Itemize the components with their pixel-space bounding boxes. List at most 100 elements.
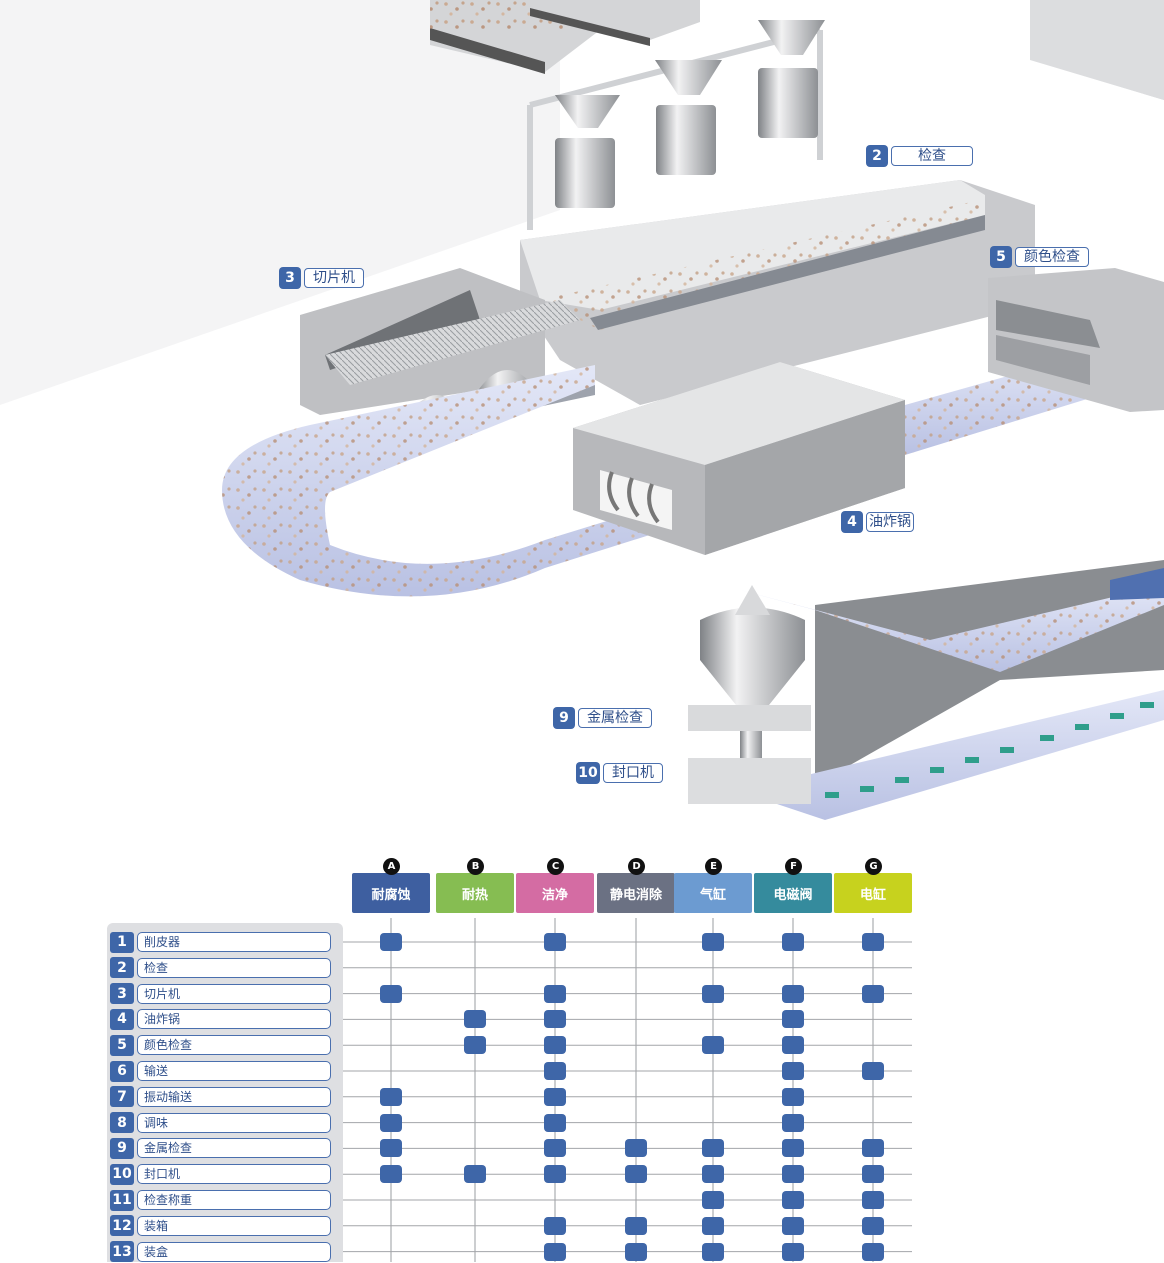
- applicable-marker: [380, 984, 402, 1003]
- column-header-g: 电缸: [834, 873, 912, 913]
- process-label: 削皮器: [137, 932, 331, 952]
- production-line-illustration: [0, 0, 1164, 830]
- applicable-marker: [625, 1139, 647, 1158]
- callout-inspection: 2 检查: [866, 145, 973, 167]
- process-number: 6: [110, 1060, 134, 1082]
- applicable-marker: [862, 1191, 884, 1209]
- column-header-b: 耐热: [436, 873, 514, 913]
- callout-label: 检查: [891, 146, 973, 166]
- inspection-table: [520, 180, 1035, 405]
- applicable-marker: [702, 984, 724, 1003]
- callout-slicer: 3 切片机: [279, 267, 364, 289]
- process-number: 5: [110, 1034, 134, 1056]
- process-label: 装箱: [137, 1215, 331, 1236]
- applicable-marker: [702, 1216, 724, 1235]
- callout-number: 3: [279, 267, 301, 289]
- applicable-marker: [782, 1165, 804, 1184]
- applicable-marker: [782, 1216, 804, 1235]
- applicable-marker: [380, 1087, 402, 1106]
- applicable-marker: [862, 1165, 884, 1184]
- process-label: 金属检查: [137, 1138, 331, 1159]
- applicable-marker: [782, 1036, 804, 1055]
- callout-label: 切片机: [304, 268, 364, 288]
- process-label: 调味: [137, 1112, 331, 1133]
- applicable-marker: [380, 933, 402, 951]
- applicable-marker: [464, 1165, 486, 1184]
- applicable-marker: [702, 1242, 724, 1261]
- fryer-box: [573, 362, 905, 555]
- hoppers: [555, 20, 825, 208]
- callout-label: 金属检查: [578, 708, 652, 728]
- column-header-d: 静电消除: [597, 873, 675, 913]
- applicable-marker: [702, 1036, 724, 1055]
- process-label: 装盒: [137, 1241, 331, 1262]
- applicable-marker: [782, 1191, 804, 1209]
- applicable-marker: [544, 933, 566, 951]
- callout-number: 5: [990, 246, 1012, 268]
- column-letter-badge: B: [467, 858, 484, 875]
- applicable-marker: [544, 1113, 566, 1132]
- applicable-marker: [380, 1139, 402, 1158]
- applicable-marker: [625, 1216, 647, 1235]
- callout-fryer: 4 油炸锅: [841, 511, 914, 533]
- lower-line: [688, 560, 1164, 820]
- column-letter-badge: A: [383, 858, 400, 875]
- applicable-marker: [702, 1191, 724, 1209]
- process-label: 振动输送: [137, 1086, 331, 1107]
- applicable-marker: [782, 1087, 804, 1106]
- callout-number: 9: [553, 707, 575, 729]
- applicable-marker: [380, 1165, 402, 1184]
- applicable-marker: [464, 1010, 486, 1029]
- applicable-marker: [702, 933, 724, 951]
- applicable-marker: [544, 1062, 566, 1080]
- process-number: 11: [110, 1189, 134, 1211]
- applicable-marker: [862, 1242, 884, 1261]
- applicable-marker: [544, 1165, 566, 1184]
- process-label: 封口机: [137, 1164, 331, 1185]
- column-letter-badge: G: [865, 858, 882, 875]
- process-label: 切片机: [137, 983, 331, 1004]
- process-number: 3: [110, 983, 134, 1005]
- column-header-f: 电磁阀: [754, 873, 832, 913]
- callout-number: 10: [576, 762, 600, 784]
- callout-label: 封口机: [603, 763, 663, 783]
- applicable-marker: [782, 1242, 804, 1261]
- column-letter-badge: D: [628, 858, 645, 875]
- callout-number: 2: [866, 145, 888, 167]
- applicable-marker: [702, 1165, 724, 1184]
- process-number: 2: [110, 957, 134, 979]
- process-number: 4: [110, 1008, 134, 1030]
- applicable-marker: [464, 1036, 486, 1055]
- process-number: 10: [110, 1163, 134, 1185]
- applicable-marker: [782, 1113, 804, 1132]
- applicable-marker: [862, 1139, 884, 1158]
- applicable-marker: [782, 984, 804, 1003]
- applicable-marker: [544, 984, 566, 1003]
- callout-label: 油炸锅: [866, 512, 914, 532]
- column-letter-badge: E: [705, 858, 722, 875]
- applicable-marker: [782, 1062, 804, 1080]
- applicable-marker: [862, 984, 884, 1003]
- process-label: 检查: [137, 957, 331, 978]
- callout-label: 颜色检查: [1015, 247, 1089, 267]
- process-label: 输送: [137, 1061, 331, 1081]
- column-header-a: 耐腐蚀: [352, 873, 430, 913]
- color-inspection-box: [988, 268, 1164, 412]
- callout-metal-check: 9 金属检查: [553, 707, 652, 729]
- applicable-marker: [544, 1087, 566, 1106]
- process-number: 9: [110, 1137, 134, 1159]
- applicable-marker: [782, 1139, 804, 1158]
- process-label: 油炸锅: [137, 1009, 331, 1030]
- process-number: 12: [110, 1215, 134, 1237]
